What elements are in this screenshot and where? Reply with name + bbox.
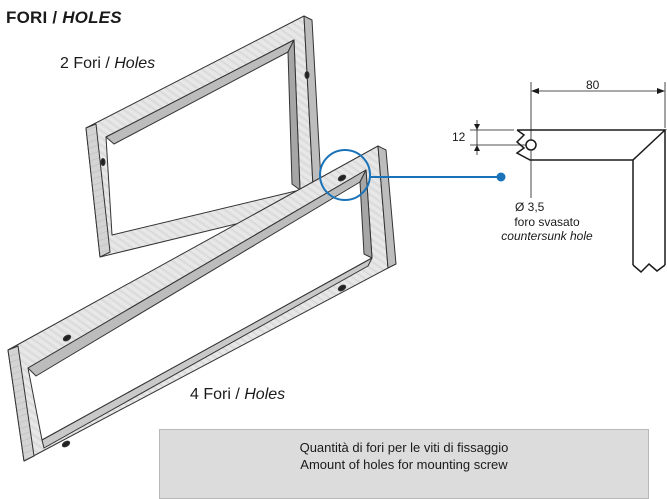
callout-dot [496, 172, 506, 182]
dim-width [530, 82, 666, 140]
detail-hole [525, 139, 537, 151]
frame-small-hole-right [304, 71, 310, 79]
detail-callout [319, 149, 506, 201]
frame-small-bevel-right [287, 39, 301, 191]
note-line-it: Quantità di fori per le viti di fissaggi… [299, 440, 509, 455]
frame-small-hole-left [100, 158, 106, 166]
hole-type-label-it: foro svasato [514, 215, 580, 229]
detail-profile [515, 129, 667, 265]
note-line-en: Amount of holes for mounting screw [300, 457, 508, 472]
frame-large-hole-top-left [62, 334, 72, 342]
detail-break-bottom [632, 262, 666, 274]
page-title: FORI / HOLES [6, 8, 122, 27]
diagram-canvas [7, 15, 667, 462]
frame-large [7, 145, 397, 462]
frame-large-hole-bottom-right [337, 284, 347, 292]
hole-type-label-en: countersunk hole [501, 229, 593, 243]
note-box: Quantità di fori per le viti di fissaggi… [159, 429, 649, 499]
dim-width-label: 80 [586, 78, 600, 92]
dim-offset-label: 12 [452, 130, 466, 144]
callout-circle [319, 149, 371, 201]
frame-large-label: 4 Fori / Holes [190, 386, 286, 403]
frame-small [85, 15, 323, 258]
detail-drawing [515, 129, 667, 274]
hole-diameter-label: Ø 3,5 [515, 200, 545, 214]
frame-large-hole-bottom-left [61, 440, 71, 448]
frame-large-bevel-bottom [41, 257, 373, 449]
frame-small-left-flange [85, 123, 111, 258]
frame-large-hole-top-right [337, 174, 347, 182]
dim-offset [470, 120, 526, 155]
frame-large-left-flange [7, 345, 35, 462]
frame-small-label: 2 Fori / Holes [60, 55, 156, 72]
